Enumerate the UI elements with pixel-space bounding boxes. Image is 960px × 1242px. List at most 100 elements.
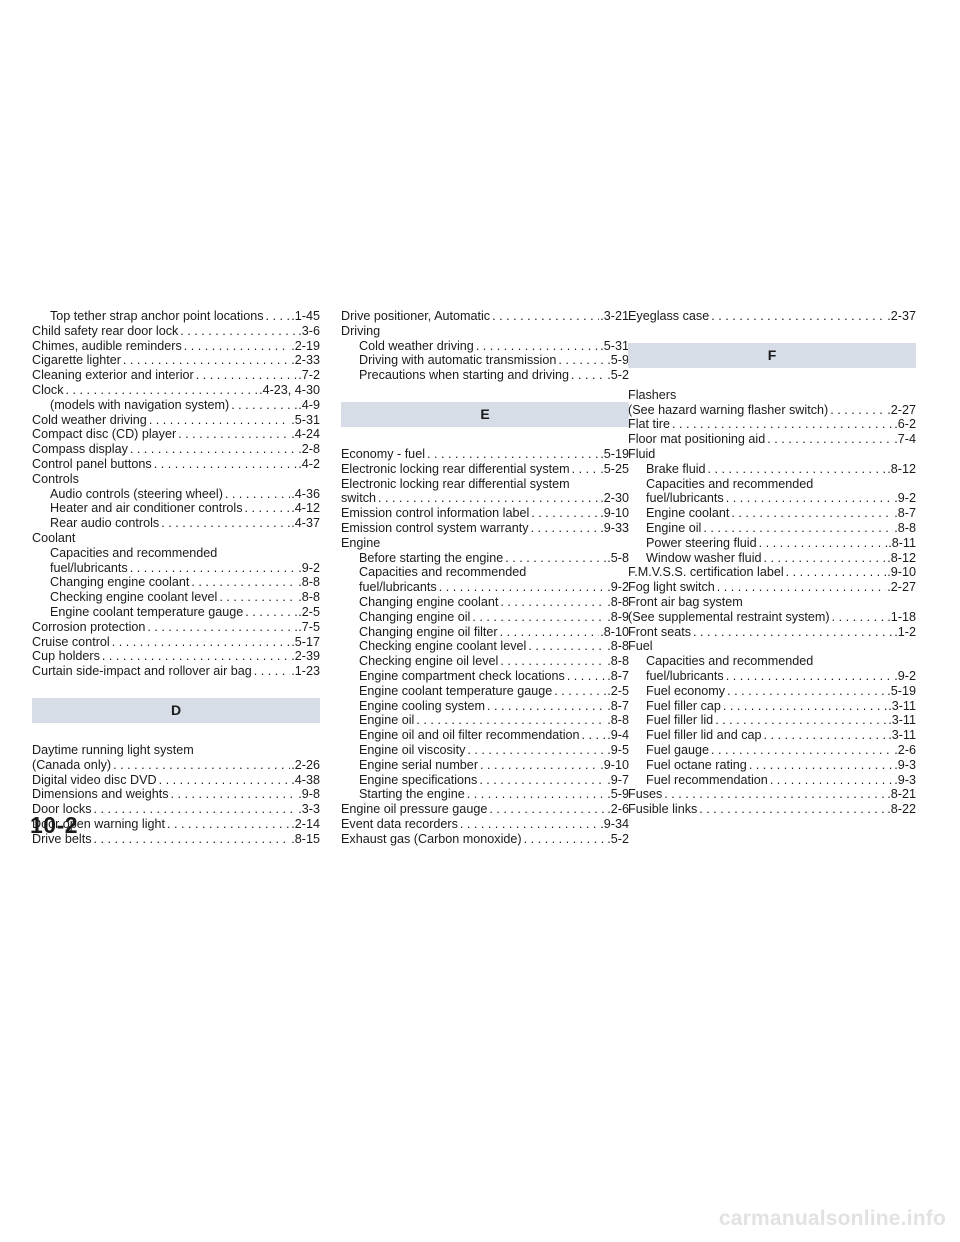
index-entry: Event data recorders.9-34	[341, 817, 629, 832]
index-entry: Capacities and recommended	[32, 546, 320, 561]
dot-leader	[569, 368, 606, 383]
entry-page-ref: .4-38	[291, 772, 320, 787]
dot-leader	[713, 713, 887, 728]
dot-leader	[706, 462, 887, 477]
index-entry: Fuel octane rating.9-3	[628, 758, 916, 773]
entry-page-ref: .2-27	[887, 580, 916, 595]
entry-page-ref: .9-7	[607, 772, 629, 787]
entry-text: Capacities and recommended	[646, 476, 814, 491]
entry-text: Electronic locking rear differential sys…	[341, 461, 570, 476]
dot-leader	[709, 309, 886, 324]
entry-text: Top tether strap anchor point locations	[50, 309, 264, 323]
entry-text: Child safety rear door lock	[32, 323, 179, 338]
entry-text: Engine	[341, 535, 381, 550]
entry-page-ref: .9-10	[600, 757, 629, 772]
index-entry: Coolant	[32, 531, 320, 546]
index-entry: Emission control information label.9-10	[341, 506, 629, 521]
entry-text: Compass display	[32, 442, 128, 457]
dot-leader	[92, 832, 291, 847]
entry-text: Audio controls (steering wheel)	[50, 486, 223, 501]
entry-page-ref: .5-19	[600, 446, 629, 461]
dot-leader	[92, 802, 298, 817]
index-entry: Compass display.2-8	[32, 442, 320, 457]
dot-leader	[243, 605, 297, 620]
entry-page-ref: .2-30	[600, 491, 629, 506]
dot-leader	[111, 758, 290, 773]
page-number: 10-2	[30, 812, 79, 838]
entry-text: Front seats	[628, 624, 691, 639]
dot-leader	[498, 654, 606, 669]
dot-leader	[701, 521, 893, 536]
dot-leader	[128, 442, 297, 457]
index-entry: Clock .4-23, 4-30	[32, 383, 320, 398]
entry-text: Fuel filler cap	[646, 698, 721, 713]
entry-text: fuel/lubricants	[646, 491, 724, 506]
entry-text: fuel/lubricants	[646, 668, 724, 683]
dot-leader	[437, 580, 607, 595]
dot-leader	[498, 595, 606, 610]
index-entry: Capacities and recommended	[628, 477, 916, 492]
entry-text: Economy - fuel	[341, 446, 425, 461]
entry-page-ref: .7-4	[894, 432, 916, 447]
dot-leader	[662, 787, 886, 802]
entry-page-ref: .3-11	[888, 698, 916, 713]
entry-page-ref: .9-2	[607, 580, 629, 595]
index-entry: Fusible links.8-22	[628, 802, 916, 817]
dot-leader	[485, 699, 606, 714]
entry-text: Corrosion protection	[32, 619, 146, 634]
entry-text: Electronic locking rear differential sys…	[341, 476, 570, 491]
index-entry: Driving with automatic transmission.5-9	[341, 353, 629, 368]
index-entry: Dimensions and weights.9-8	[32, 787, 320, 802]
dot-leader	[765, 432, 893, 447]
entry-text: Coolant	[32, 530, 76, 545]
index-entry: fuel/lubricants.9-2	[341, 580, 629, 595]
entry-page-ref: .9-2	[894, 668, 916, 683]
entry-text: Checking engine coolant level	[359, 639, 527, 654]
entry-text: Fuel recommendation	[646, 772, 768, 787]
entry-text: Fog light switch	[628, 580, 715, 595]
index-entry: Electronic locking rear differential sys…	[341, 477, 629, 492]
entry-page-ref: .2-19	[291, 338, 320, 353]
entry-text: switch	[341, 491, 376, 506]
entry-page-ref: .5-2	[607, 831, 629, 846]
index-entry: Fuel filler cap .3-11	[628, 699, 916, 714]
entry-page-ref: .8-9	[607, 609, 629, 624]
entry-text: Changing engine oil	[359, 609, 471, 624]
entry-text: Digital video disc DVD	[32, 772, 157, 787]
entry-text: Clock	[32, 382, 64, 397]
entry-page-ref: .9-5	[607, 742, 629, 757]
entry-text: F.M.V.S.S. certification label	[628, 565, 784, 580]
dot-leader	[490, 309, 599, 324]
entry-page-ref: .3-3	[298, 802, 320, 817]
entry-text: Heater and air conditioner controls	[50, 501, 243, 516]
entry-text: (models with navigation system)	[50, 397, 230, 412]
index-entry: Before starting the engine.5-8	[341, 551, 629, 566]
dot-leader	[503, 551, 606, 566]
entry-page-ref: .7-2	[298, 368, 320, 383]
entry-text: Cruise control	[32, 634, 110, 649]
entry-page-ref: .2-5	[298, 604, 320, 619]
index-entry: Fuel economy.5-19	[628, 684, 916, 699]
dot-leader	[414, 713, 606, 728]
entry-page-ref: .2-5	[607, 683, 629, 698]
entry-page-ref: .9-33	[600, 520, 629, 535]
entry-page-ref: .1-2	[894, 624, 916, 639]
index-entry: Chimes, audible reminders.2-19	[32, 339, 320, 354]
dot-leader	[552, 684, 606, 699]
dot-leader	[425, 447, 599, 462]
dot-leader	[580, 728, 607, 743]
entry-text: Capacities and recommended	[646, 654, 814, 669]
entry-text: Dimensions and weights	[32, 787, 169, 802]
entry-text: Engine cooling system	[359, 698, 486, 713]
entry-text: Door open warning light	[32, 816, 166, 831]
entry-text: Floor mat positioning aid	[628, 432, 766, 447]
section-header: D	[32, 697, 320, 723]
dot-leader	[223, 487, 290, 502]
entry-page-ref: .9-10	[600, 506, 629, 521]
index-entry: Power steering fluid.8-11	[628, 536, 916, 551]
index-entry: Fuel	[628, 639, 916, 654]
entry-page-ref: .4-23, 4-30	[259, 382, 320, 397]
entry-page-ref: .8-7	[894, 506, 916, 521]
dot-leader	[570, 462, 600, 477]
entry-text: Engine serial number	[359, 757, 479, 772]
